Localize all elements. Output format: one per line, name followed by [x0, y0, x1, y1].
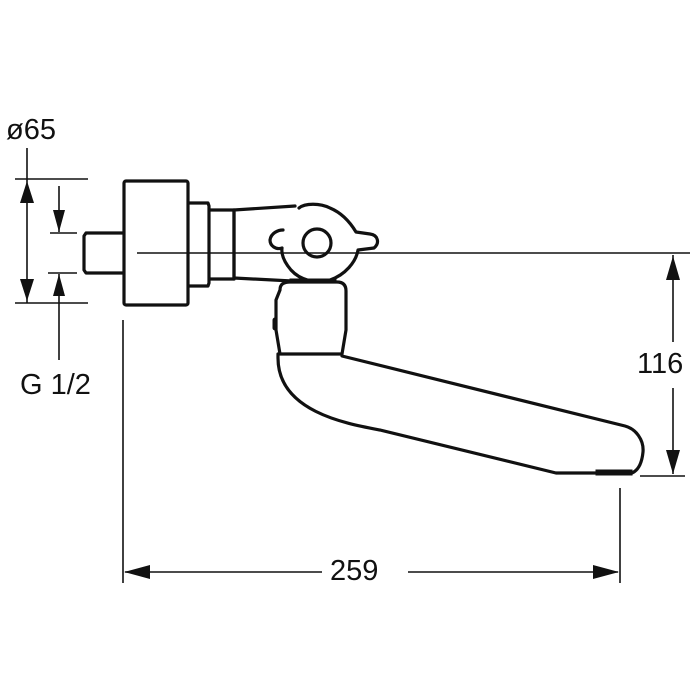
connection-nipple	[82, 231, 125, 275]
wall-rosette	[122, 179, 190, 307]
spout-height-dimension	[640, 255, 685, 477]
spout-projection-dimension	[122, 320, 621, 583]
spout	[276, 352, 645, 475]
valve-body-step1	[187, 201, 211, 288]
thread-dimension	[48, 186, 77, 360]
thread-size-label: G 1/2	[20, 369, 91, 401]
valve-body-cone	[232, 204, 297, 283]
rosette-diameter-dimension	[15, 148, 88, 304]
rosette-diameter-label: ø65	[6, 114, 56, 146]
spout-height-label: 116	[637, 348, 684, 380]
valve-body-step2	[208, 208, 236, 281]
lever-handle	[268, 202, 380, 284]
swivel-collar	[274, 280, 348, 356]
spout-projection-label: 259	[330, 555, 379, 587]
